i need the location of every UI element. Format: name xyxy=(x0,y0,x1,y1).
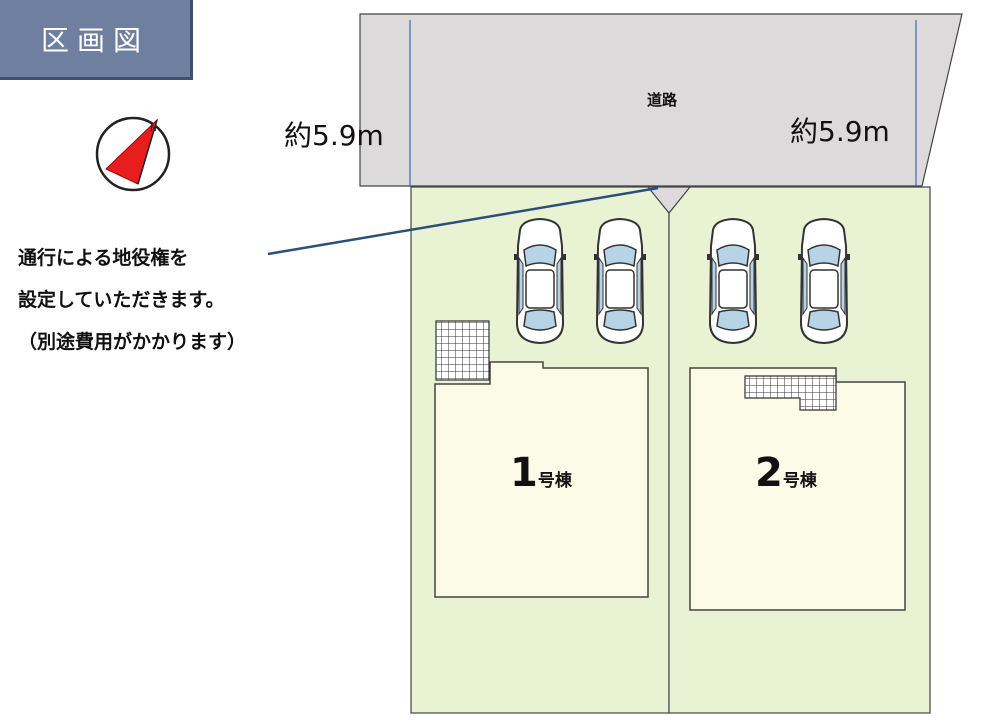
car-icon xyxy=(513,218,567,344)
building-1-outline xyxy=(434,361,649,598)
building-2-label: 2号棟 xyxy=(755,450,817,496)
annotation-leader-line xyxy=(267,186,659,256)
easement-notch xyxy=(646,186,692,214)
easement-note-line-2: 設定していただきます。 xyxy=(18,289,225,311)
building-1-suffix: 号棟 xyxy=(537,471,572,491)
dimension-right: 約5.9m xyxy=(790,115,890,148)
road-area xyxy=(359,13,963,187)
easement-note-line-1: 通行による地役権を xyxy=(18,247,189,269)
road-label: 道路 xyxy=(647,91,678,109)
svg-text:N: N xyxy=(150,124,157,134)
car-icon xyxy=(706,218,760,344)
building-1-label: 1号棟 xyxy=(510,450,572,496)
car-icon xyxy=(593,218,647,344)
building-2-suffix: 号棟 xyxy=(782,471,817,491)
easement-note-line-3: （別途費用がかかります） xyxy=(18,331,247,353)
building-1-number: 1 xyxy=(510,450,538,496)
deck-1 xyxy=(435,320,490,381)
page-title: 区画図 xyxy=(0,0,193,80)
dimension-left: 約5.9m xyxy=(284,119,384,152)
deck-2 xyxy=(744,375,837,411)
car-icon xyxy=(797,218,851,344)
building-2-number: 2 xyxy=(755,450,783,496)
building-2-outline xyxy=(689,367,906,611)
compass-north-arrow-icon: N xyxy=(95,116,171,192)
